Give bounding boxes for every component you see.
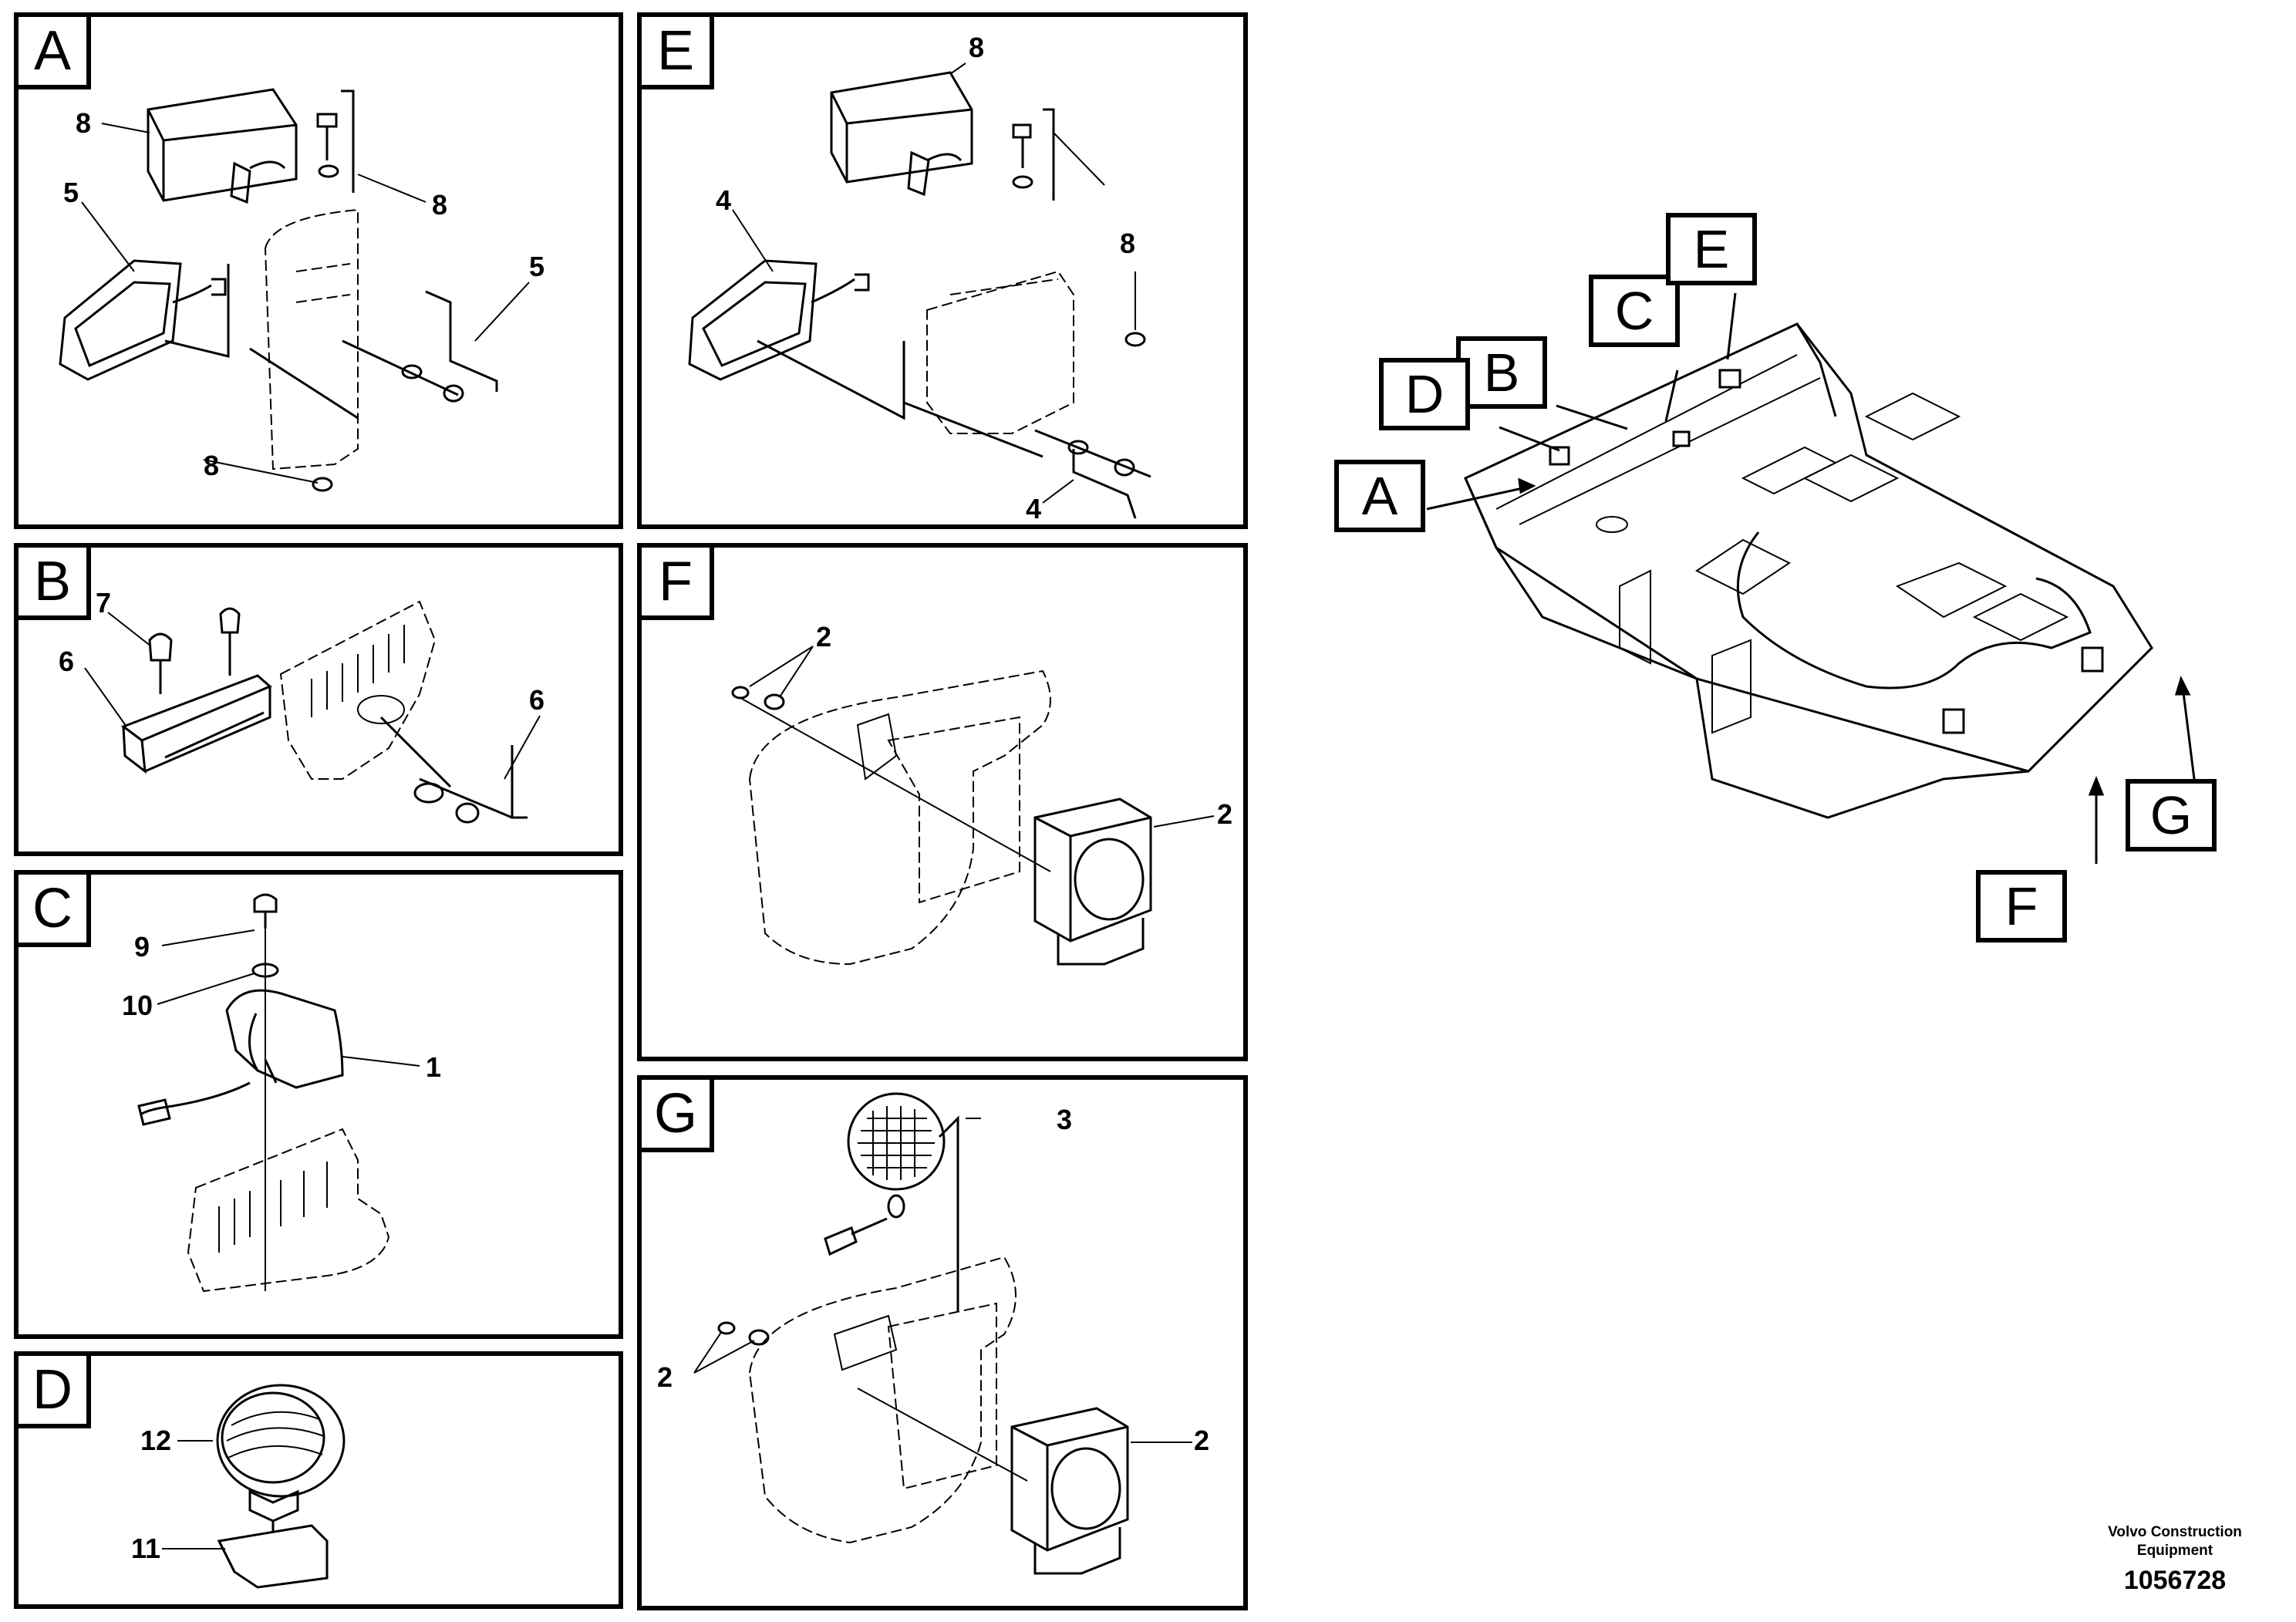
terminal-bar <box>120 674 272 742</box>
panel-e-tag: E <box>642 17 714 89</box>
panel-a-tag: A <box>19 17 91 89</box>
horn-body <box>847 1092 946 1191</box>
wiring-harness <box>1736 531 2092 690</box>
pointer-b <box>1556 404 1628 430</box>
bolt-icon <box>824 1217 888 1256</box>
drawing-footer: Volvo Construction Equipment 1056728 <box>2082 1523 2267 1597</box>
pointer-e <box>1726 292 1737 360</box>
overview-tag-a: A <box>1334 460 1425 532</box>
drawing-number: 1056728 <box>2123 1566 2227 1595</box>
panel-b-drawing: 7 6 6 <box>59 587 544 824</box>
bolt-icon <box>253 893 278 929</box>
panel-b: B <box>14 543 623 856</box>
callout-d-2: 11 <box>131 1533 160 1564</box>
callout-d-1: 12 <box>140 1425 171 1456</box>
plug-icon <box>148 632 173 694</box>
callout-c-2: 10 <box>122 990 153 1021</box>
washer-icon <box>748 1329 770 1346</box>
bolt-icon <box>316 113 338 160</box>
panel-c-tag: C <box>19 875 91 947</box>
callout-a-3: 5 <box>63 177 79 208</box>
panel-g-drawing: 3 2 2 <box>657 1092 1209 1575</box>
tail-lamp-body <box>59 259 182 381</box>
callout-b-3: 6 <box>529 684 544 716</box>
square-lamp-body <box>1033 798 1152 943</box>
callout-e-3: 4 <box>716 184 731 216</box>
washer-icon <box>764 693 785 710</box>
pointer-d <box>1499 426 1560 452</box>
overview-tag-d: D <box>1379 358 1470 430</box>
work-lamp-body <box>147 88 298 202</box>
panel-a-drawing: 8 8 5 5 8 <box>59 88 544 492</box>
panel-f-tag: F <box>642 548 714 620</box>
panel-a: A <box>14 12 623 529</box>
overview-tag-f: F <box>1976 870 2067 943</box>
callout-b-1: 7 <box>96 587 111 619</box>
callout-a-2: 8 <box>432 189 447 221</box>
washer-icon <box>1012 175 1033 189</box>
panel-g-tag: G <box>642 1080 714 1152</box>
callout-f-2: 2 <box>1217 798 1232 830</box>
square-lamp-body <box>1010 1407 1129 1552</box>
panel-f-drawing: 2 2 <box>731 621 1232 966</box>
callout-a-5: 8 <box>204 450 219 481</box>
washer-icon <box>717 1321 736 1335</box>
callout-g-1: 3 <box>1057 1104 1072 1135</box>
callout-e-2: 8 <box>1120 228 1135 259</box>
callout-c-1: 9 <box>134 931 150 963</box>
panel-d-drawing: 12 11 <box>131 1384 346 1589</box>
panel-d: D 12 11 <box>14 1351 623 1609</box>
callout-a-1: 8 <box>76 107 91 139</box>
callout-c-3: 1 <box>426 1051 441 1083</box>
panel-b-tag: B <box>19 548 91 620</box>
callout-e-4: 4 <box>1026 493 1041 524</box>
panel-d-tag: D <box>19 1356 91 1428</box>
plug-icon <box>219 607 241 676</box>
overview-tag-g: G <box>2126 779 2217 851</box>
panel-e-drawing: 8 8 4 4 <box>688 32 1151 524</box>
overview-tag-b: B <box>1456 336 1547 409</box>
callout-f-1: 2 <box>816 621 831 653</box>
round-lamp-body <box>216 1384 346 1498</box>
overview-tag-e: E <box>1666 213 1757 285</box>
panel-e: E <box>637 12 1248 529</box>
callout-g-3: 2 <box>1194 1425 1209 1456</box>
mount-bracket <box>217 1524 329 1589</box>
panel-f: F 2 <box>637 543 1248 1061</box>
callout-a-4: 5 <box>529 251 544 282</box>
panel-c: C 9 <box>14 870 623 1339</box>
overview-tag-c: C <box>1589 275 1680 347</box>
washer-icon <box>318 164 339 178</box>
beacon-body <box>225 989 344 1089</box>
washer-icon <box>731 686 750 700</box>
pointer-a <box>1426 484 1534 511</box>
callout-e-1: 8 <box>969 32 984 63</box>
panel-c-drawing: 9 10 1 <box>122 893 441 1293</box>
work-lamp-body <box>830 71 973 184</box>
bolt-icon <box>1012 123 1032 168</box>
frame-outline <box>1464 322 2153 819</box>
washer-icon <box>887 1194 905 1219</box>
pointer-c <box>1664 369 1679 422</box>
machine-frame-overview <box>1426 292 2200 864</box>
callout-b-2: 6 <box>59 646 74 677</box>
manufacturer-name: Volvo Construction Equipment <box>2108 1524 2242 1559</box>
panel-g: G <box>637 1075 1248 1610</box>
callout-g-2: 2 <box>657 1361 673 1393</box>
